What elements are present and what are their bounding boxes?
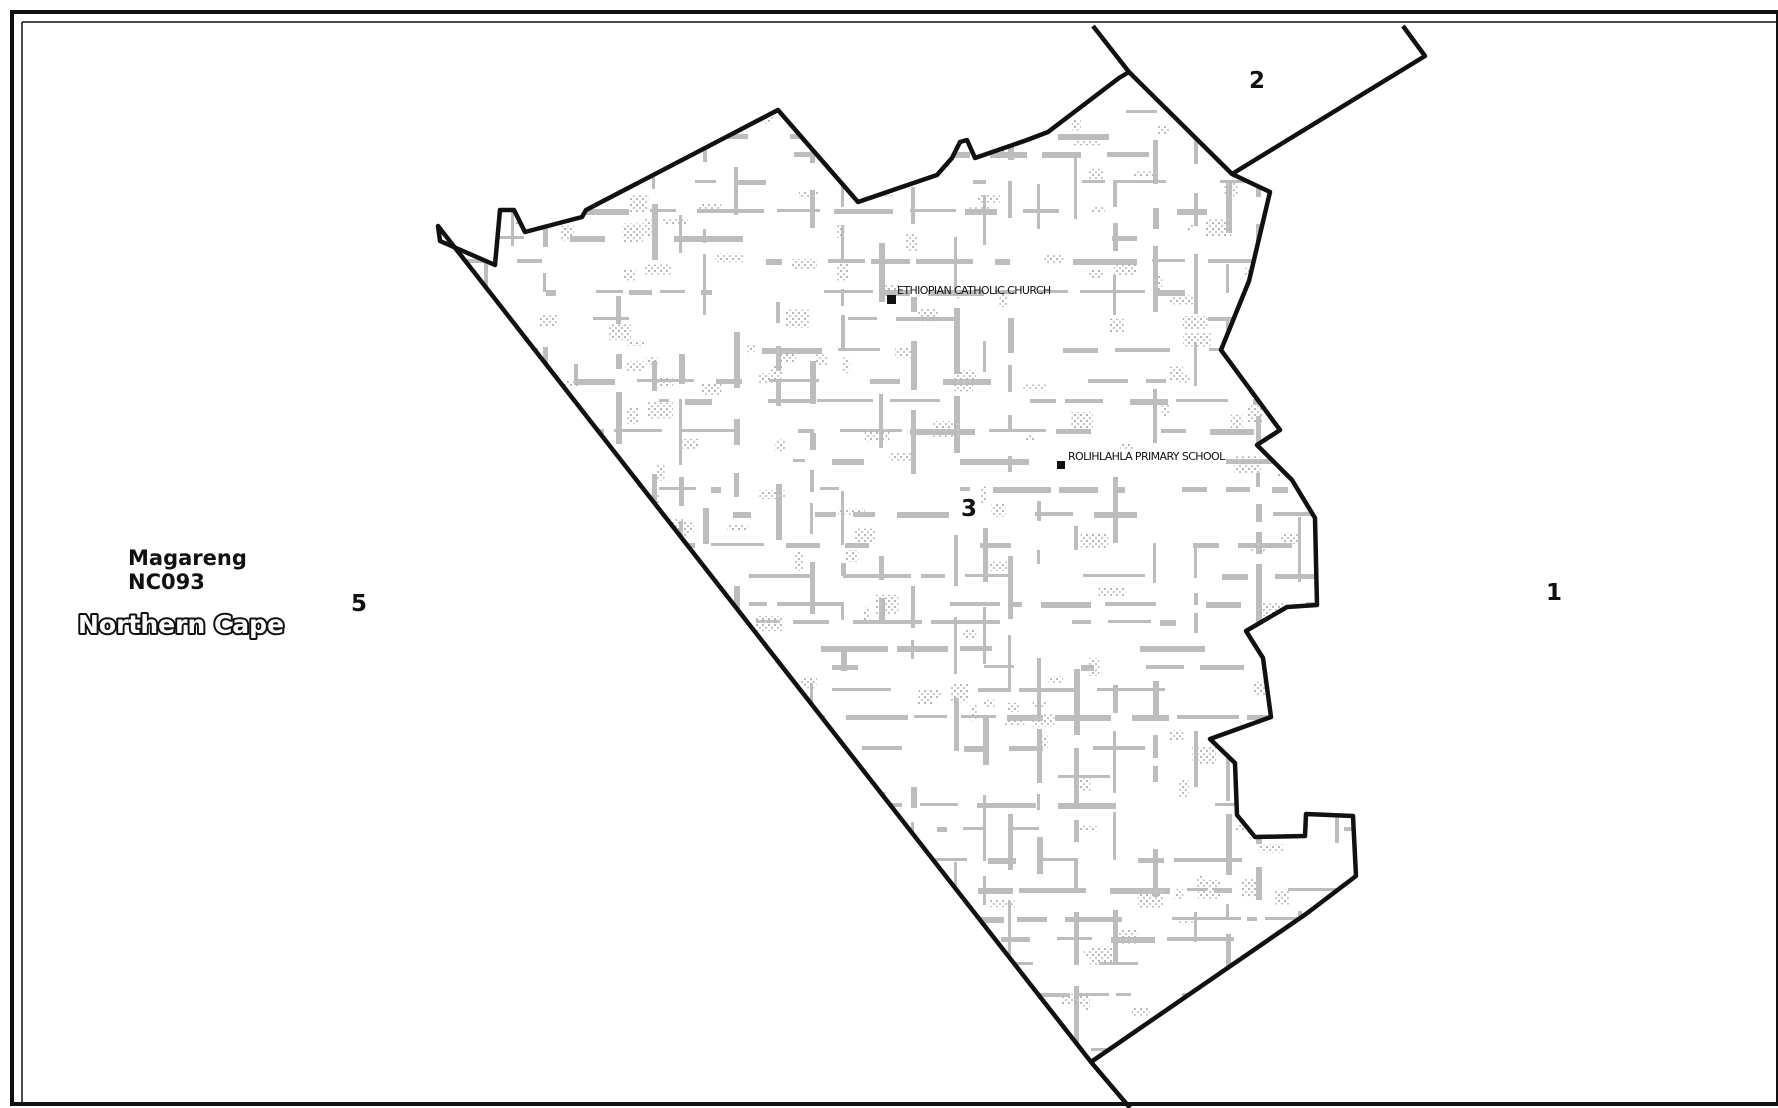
ward-2-boundary [1091, 24, 1428, 176]
ward-3-label: 3 [961, 496, 977, 522]
school-label: ROLIHLAHLA PRIMARY SCHOOL [1068, 450, 1226, 463]
municipality-name: Magareng [128, 546, 247, 570]
province-label: Northern Cape [78, 610, 284, 639]
school-marker-icon [1057, 461, 1065, 469]
church-marker-icon [887, 295, 896, 304]
ward-3-boundary [435, 69, 1359, 1065]
church-label: ETHIOPIAN CATHOLIC CHURCH [897, 284, 1051, 297]
ward-1-boundary [1089, 1060, 1132, 1108]
municipality-code: NC093 [128, 570, 205, 594]
ward-1-label: 1 [1546, 580, 1562, 606]
ward-2-label: 2 [1249, 68, 1265, 94]
ward-5-label: 5 [351, 591, 367, 617]
